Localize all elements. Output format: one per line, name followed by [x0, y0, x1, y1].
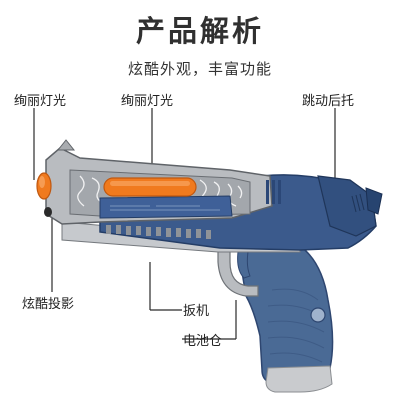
callout-light-middle: 绚丽灯光 — [121, 94, 174, 109]
recoil-block — [317, 175, 377, 237]
light-strip — [103, 177, 197, 197]
page-title: 产品解析 — [135, 14, 264, 48]
rail-serrations — [106, 225, 211, 239]
battery-screw — [310, 307, 326, 323]
rear-details — [351, 193, 365, 213]
hammer — [365, 187, 383, 215]
grip-texture — [267, 288, 325, 363]
page-subtitle: 炫酷外观，丰富功能 — [127, 60, 272, 78]
rear-serrations — [266, 180, 281, 204]
projection-lens — [44, 207, 52, 217]
inset-engraving — [110, 205, 220, 211]
callout-projection: 炫酷投影 — [22, 297, 75, 312]
trigger-guard — [217, 249, 259, 297]
callout-recoil: 跳动后托 — [302, 94, 355, 109]
front-sight — [56, 139, 76, 151]
blue-inset-panel — [99, 195, 233, 219]
trigger — [237, 251, 251, 279]
callout-light-left: 绚丽灯光 — [14, 94, 67, 109]
callout-trigger: 扳机 — [183, 304, 210, 319]
grip-base — [265, 365, 333, 393]
callout-battery: 电池仓 — [183, 334, 223, 349]
